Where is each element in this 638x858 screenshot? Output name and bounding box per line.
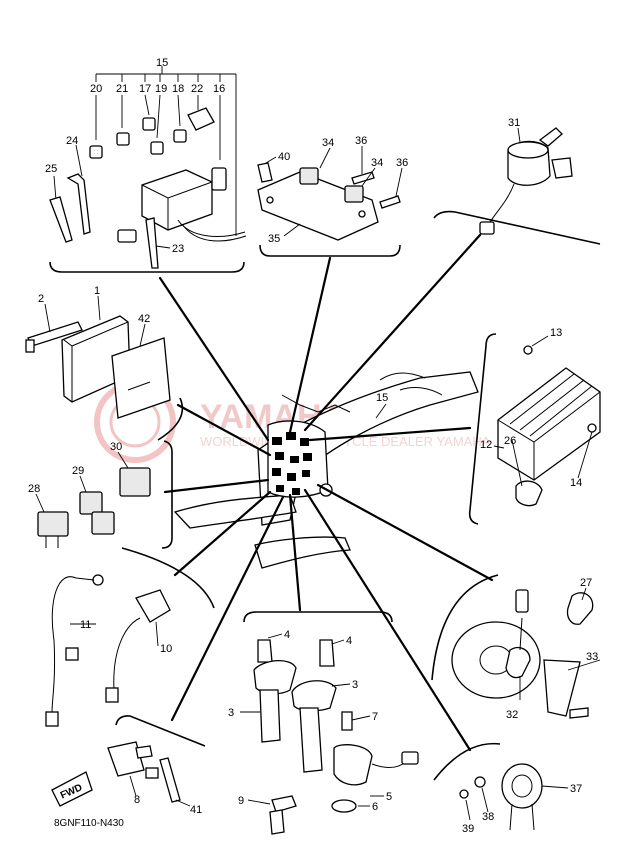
- harness-connector-cluster: [272, 432, 312, 495]
- ignition-coil-group: 4 4 3 3: [228, 629, 358, 773]
- main-switch-group: 31: [479, 117, 573, 235]
- part-label-31: 31: [508, 117, 520, 129]
- part-label-39: 39: [462, 823, 474, 835]
- neutral-switch-group: 8 41: [107, 741, 202, 816]
- part-label-14: 14: [570, 477, 582, 489]
- part-label-30: 30: [110, 441, 122, 453]
- part-label-42: 42: [138, 313, 150, 325]
- part-label-34: 34: [322, 137, 334, 149]
- part-label-34b: 34: [371, 157, 383, 169]
- group-brackets: [49, 210, 601, 781]
- part-label-26: 26: [504, 435, 516, 447]
- part-label-4: 4: [284, 629, 290, 641]
- ecu-group: 2 1 42: [25, 285, 171, 419]
- fwd-indicator: FWD: [51, 771, 93, 807]
- part-label-2: 2: [38, 293, 44, 305]
- part-label-6: 6: [372, 801, 378, 813]
- part-label-9: 9: [238, 795, 244, 807]
- part-label-18: 18: [172, 83, 184, 95]
- part-label-19: 19: [155, 83, 167, 95]
- sensor-lead-group: 11 10: [45, 574, 172, 727]
- part-label-5: 5: [386, 791, 392, 803]
- part-label-21: 21: [116, 83, 128, 95]
- part-label-28: 28: [28, 483, 40, 495]
- part-label-15: 15: [156, 57, 168, 69]
- part-label-40: 40: [278, 151, 290, 163]
- part-label-35: 35: [268, 233, 280, 245]
- part-label-22: 22: [191, 83, 203, 95]
- frame-and-harness: [173, 371, 479, 569]
- part-label-37: 37: [570, 783, 582, 795]
- part-label-32: 32: [506, 709, 518, 721]
- relay-bracket-group: 40 34 36 34 36 35: [257, 135, 408, 245]
- part-label-38: 38: [482, 811, 494, 823]
- part-label-10: 10: [160, 643, 172, 655]
- wheel-sensor-group: 27 33 32: [451, 577, 601, 721]
- part-label-16: 16: [213, 83, 225, 95]
- part-label-3b: 3: [352, 679, 358, 691]
- part-label-36: 36: [355, 135, 367, 147]
- part-label-15b: 15: [376, 392, 388, 404]
- part-label-41: 41: [190, 804, 202, 816]
- part-label-17: 17: [139, 83, 151, 95]
- diagram-code: 8GNF110-N430: [54, 818, 124, 829]
- relays-group: 30 29 28: [28, 441, 151, 548]
- part-label-29: 29: [72, 465, 84, 477]
- part-label-36b: 36: [396, 157, 408, 169]
- part-label-12: 12: [480, 439, 492, 451]
- sensor-group: 7 5 6 9: [238, 711, 419, 835]
- part-label-3: 3: [228, 707, 234, 719]
- part-label-25: 25: [45, 163, 57, 175]
- part-label-27: 27: [580, 577, 592, 589]
- part-label-8: 8: [134, 794, 140, 806]
- part-label-11: 11: [80, 619, 91, 631]
- callout-lines: [158, 233, 494, 752]
- rectifier-group: 13 14 12 26: [480, 327, 601, 507]
- part-label-23: 23: [172, 243, 184, 255]
- fuse-box-group: 15 20 21 17 19 18 22 16 24 25 23: [45, 57, 247, 269]
- part-label-7: 7: [372, 711, 378, 723]
- part-label-20: 20: [90, 83, 102, 95]
- part-label-24: 24: [66, 135, 78, 147]
- horn-group: 37 38 39: [459, 763, 582, 835]
- part-label-33: 33: [586, 651, 598, 663]
- part-label-4b: 4: [346, 635, 352, 647]
- part-label-13: 13: [550, 327, 562, 339]
- part-label-1: 1: [94, 285, 100, 297]
